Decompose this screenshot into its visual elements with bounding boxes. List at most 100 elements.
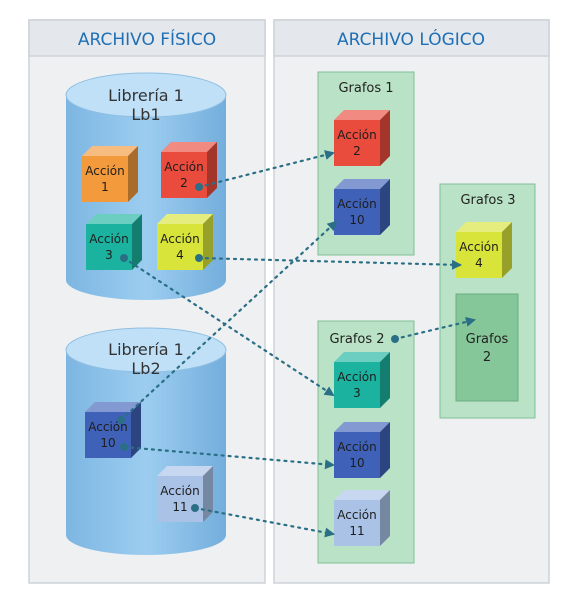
cube-number: 11 xyxy=(172,500,187,514)
library-lb2-title: Librería 1 xyxy=(108,340,184,359)
action-cube-l11: Acción 11 xyxy=(334,490,390,546)
group-grafos-3: Grafos 3 Grafos 2 xyxy=(439,183,536,419)
cube-top-face xyxy=(85,402,141,412)
origin-dot-accion10-upper xyxy=(117,416,125,424)
cube-number: 10 xyxy=(100,436,115,450)
panel-title-logico: ARCHIVO LÓGICO xyxy=(337,28,485,50)
cube-action-label: Acción xyxy=(337,128,376,142)
cube-top-face xyxy=(334,422,390,432)
cube-number: 4 xyxy=(176,248,184,262)
action-cube-l10a: Acción 10 xyxy=(334,179,390,235)
cube-side-face xyxy=(131,402,141,458)
cube-top-face xyxy=(334,179,390,189)
nested-grafos-2-box xyxy=(455,293,519,402)
cubes-layer: Acción1Acción2Acción3Acción4Acción10Acci… xyxy=(82,110,512,546)
library-lb1-subtitle: Lb1 xyxy=(131,105,160,124)
action-cube-p4: Acción 4 xyxy=(157,214,213,270)
action-cube-p11: Acción 11 xyxy=(157,466,213,522)
origin-dot-accion3 xyxy=(120,254,128,262)
origin-dot-accion2 xyxy=(195,183,203,191)
cube-side-face xyxy=(380,352,390,408)
cube-front-face xyxy=(334,362,380,408)
cube-side-face xyxy=(203,466,213,522)
links-layer xyxy=(119,150,476,538)
cube-side-face xyxy=(502,222,512,278)
action-cube-p3: Acción 3 xyxy=(86,214,142,270)
cube-front-face xyxy=(334,120,380,166)
cube-number: 2 xyxy=(353,144,361,158)
cube-action-label: Acción xyxy=(88,420,127,434)
cube-number: 4 xyxy=(475,256,483,270)
library-lb2-subtitle: Lb2 xyxy=(131,359,160,378)
cube-top-face xyxy=(86,214,142,224)
cube-front-face xyxy=(82,156,128,202)
cube-side-face xyxy=(128,146,138,202)
cube-top-face xyxy=(82,146,138,156)
link-accion10-to-grafos1 xyxy=(119,220,338,422)
link-origin-dots xyxy=(117,183,399,512)
action-cube-l4: Acción 4 xyxy=(456,222,512,278)
cube-front-face xyxy=(334,432,380,478)
cube-number: 10 xyxy=(349,456,364,470)
cube-front-face xyxy=(161,152,207,198)
panel-title-fisico: ARCHIVO FÍSICO xyxy=(78,28,216,50)
origin-dot-accion4 xyxy=(195,254,203,262)
group-grafos-2-label: Grafos 2 xyxy=(329,332,384,347)
cube-number: 11 xyxy=(349,524,364,538)
cube-front-face xyxy=(86,224,132,270)
cube-front-face xyxy=(157,224,203,270)
cube-action-label: Acción xyxy=(85,164,124,178)
cube-action-label: Acción xyxy=(337,197,376,211)
cube-action-label: Acción xyxy=(160,484,199,498)
cube-front-face xyxy=(157,476,203,522)
cube-top-face xyxy=(334,110,390,120)
cube-number: 10 xyxy=(349,213,364,227)
cube-top-face xyxy=(157,466,213,476)
cube-side-face xyxy=(380,490,390,546)
cube-action-label: Acción xyxy=(337,440,376,454)
cube-action-label: Acción xyxy=(459,240,498,254)
cube-number: 1 xyxy=(101,180,109,194)
cube-side-face xyxy=(380,179,390,235)
group-grafos-3-label: Grafos 3 xyxy=(460,193,515,208)
cube-number: 3 xyxy=(353,386,361,400)
cube-number: 3 xyxy=(105,248,113,262)
nested-grafos-2-line1: Grafos xyxy=(466,332,509,347)
cube-action-label: Acción xyxy=(337,370,376,384)
cube-side-face xyxy=(380,422,390,478)
action-cube-l3: Acción 3 xyxy=(334,352,390,408)
link-accion3-to-grafos2 xyxy=(122,256,335,397)
nested-grafos-2-line2: 2 xyxy=(483,350,491,365)
cube-action-label: Acción xyxy=(160,232,199,246)
library-lb1-title: Librería 1 xyxy=(108,86,184,105)
cube-side-face xyxy=(380,110,390,166)
origin-dot-grafos2 xyxy=(391,335,399,343)
cube-front-face xyxy=(334,189,380,235)
cube-top-face xyxy=(157,214,213,224)
action-cube-p1: Acción 1 xyxy=(82,146,138,202)
cube-action-label: Acción xyxy=(337,508,376,522)
origin-dot-accion11 xyxy=(191,504,199,512)
cube-top-face xyxy=(334,490,390,500)
cube-action-label: Acción xyxy=(89,232,128,246)
link-accion10-to-grafos2 xyxy=(122,445,335,470)
link-grafos2-to-grafos3 xyxy=(393,317,476,341)
action-cube-l10b: Acción 10 xyxy=(334,422,390,478)
cube-front-face xyxy=(456,232,502,278)
group-grafos-1-label: Grafos 1 xyxy=(338,81,393,96)
origin-dot-accion10-lower xyxy=(120,443,128,451)
cube-top-face xyxy=(161,142,217,152)
cube-top-face xyxy=(334,352,390,362)
cube-action-label: Acción xyxy=(164,160,203,174)
cube-top-face xyxy=(456,222,512,232)
action-cube-l2: Acción 2 xyxy=(334,110,390,166)
link-accion11-to-grafos2 xyxy=(193,506,335,538)
cube-side-face xyxy=(132,214,142,270)
action-cube-p2: Acción 2 xyxy=(161,142,217,198)
cube-number: 2 xyxy=(180,176,188,190)
link-accion4-to-grafos3 xyxy=(197,256,462,270)
cube-side-face xyxy=(203,214,213,270)
link-accion2-to-grafos1 xyxy=(197,150,335,189)
